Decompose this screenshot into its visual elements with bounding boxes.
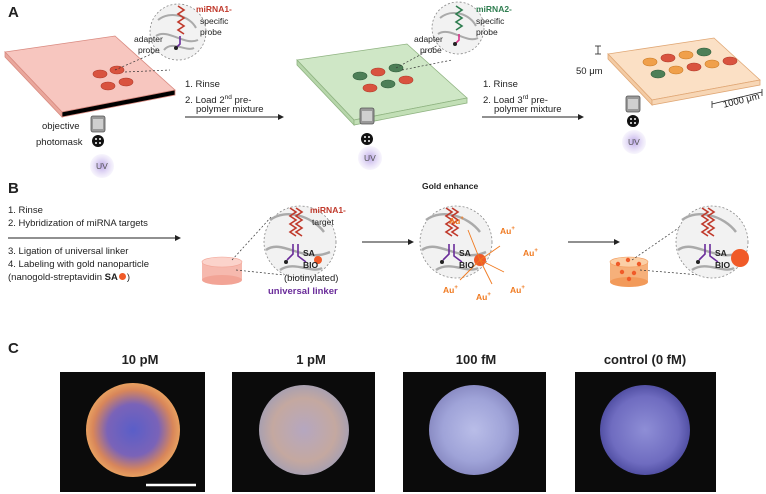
image-label-1: 10 pM — [121, 352, 159, 367]
step-b4b: (nanogold-streptavidin SA) — [8, 272, 130, 284]
adapter2-label-1: adapter — [414, 34, 443, 44]
gold-enhance-label: Gold enhance — [422, 181, 479, 191]
step-a1-line2: polymer mixture — [196, 104, 264, 115]
target-name: miRNA1- — [310, 205, 346, 215]
step-a1-load: 2. Load 2nd pre- — [185, 92, 251, 107]
target-desc: target — [312, 217, 334, 227]
step-b3: 3. Ligation of universal linker — [8, 246, 129, 257]
panel-a-graphic — [4, 1, 763, 178]
step-a1-sup: nd — [224, 94, 232, 101]
sa-label-2: SA — [459, 248, 471, 258]
zoom-circle-b2 — [419, 205, 505, 285]
au-ion-1: Au+ — [449, 214, 464, 226]
uv-label-2: UV — [364, 153, 376, 163]
zoom-circle-b3 — [675, 205, 749, 279]
objective-label: objective — [42, 121, 80, 132]
au-ion-5-text: Au — [510, 284, 522, 295]
bio-label-2: BIO — [459, 260, 475, 270]
gold-nanoparticle-icon — [118, 273, 126, 280]
step-a1-load-end: pre- — [231, 95, 252, 107]
image-label-3: 100 fM — [455, 352, 497, 367]
au-ion-3-sup: + — [534, 248, 538, 254]
step-b4: 4. Labeling with gold nanoparticle — [8, 259, 150, 270]
sa-label-3: SA — [715, 248, 727, 258]
au-ion-1-sup: + — [460, 216, 464, 222]
panel-c-images — [60, 372, 716, 492]
au-ion-2: Au+ — [500, 224, 515, 236]
probe1-desc-2: probe — [200, 27, 222, 37]
step-a1-load-text: 2. Load 2 — [185, 95, 225, 107]
slide-2 — [296, 43, 468, 127]
sa-label-1: SA — [303, 248, 315, 258]
optics-3 — [622, 95, 646, 154]
hydrogel-post-1 — [201, 256, 243, 285]
slide-3 — [595, 37, 763, 108]
au-ion-4-text: Au — [443, 284, 455, 295]
adapter2-label-2: probe — [420, 45, 442, 55]
step-b4b-text: (nanogold-streptavidin — [8, 272, 105, 283]
uv-label-3: UV — [628, 137, 640, 147]
zoom-circle-b1 — [263, 205, 337, 279]
optics-1 — [90, 115, 114, 178]
step-b1: 1. Rinse — [8, 205, 43, 216]
au-ion-1-text: Au — [449, 215, 461, 226]
universal-linker-label: universal linker — [268, 286, 338, 297]
photomask-label: photomask — [36, 137, 83, 148]
au-ion-6: Au+ — [476, 290, 491, 302]
au-ion-6-text: Au — [476, 291, 488, 302]
au-ion-2-text: Au — [500, 225, 512, 236]
height-scale-label: 50 μm — [576, 66, 603, 77]
step-b4b-end: ) — [126, 272, 131, 283]
hydrogel-post-2 — [609, 256, 649, 287]
au-ion-5-sup: + — [521, 285, 525, 291]
zoom-circle-2 — [431, 1, 485, 55]
step-a2-rinse: 1. Rinse — [483, 79, 518, 90]
au-ion-5: Au+ — [510, 283, 525, 295]
step-a2-load-end: pre- — [528, 95, 548, 107]
optics-2 — [358, 107, 382, 170]
step-a2-load: 2. Load 3rd pre- — [483, 92, 548, 107]
step-b4b-sa: SA — [104, 272, 118, 283]
au-ion-6-sup: + — [487, 292, 491, 298]
au-ion-3: Au+ — [523, 246, 538, 258]
probe2-name: miRNA2- — [476, 4, 512, 14]
step-b2: 2. Hybridization of miRNA targets — [8, 218, 148, 229]
panel-label-b: B — [8, 180, 19, 197]
bio-label-3: BIO — [715, 260, 731, 270]
bio-label-1: BIO — [303, 260, 319, 270]
image-label-2: 1 pM — [296, 352, 326, 367]
image-label-4: control (0 fM) — [603, 352, 687, 367]
probe1-desc-1: specific — [200, 16, 229, 26]
panel-b-graphic — [8, 205, 749, 287]
step-a2-line2: polymer mixture — [494, 104, 562, 115]
zoom-circle-1 — [149, 3, 207, 61]
au-ion-4-sup: + — [454, 285, 458, 291]
step-a1-rinse: 1. Rinse — [185, 79, 220, 90]
panel-label-a: A — [8, 4, 19, 21]
slide-1 — [4, 35, 176, 119]
adapter1-label-1: adapter — [134, 34, 163, 44]
step-a2-load-text: 2. Load 3 — [483, 95, 523, 107]
biotinylated-label: (biotinylated) — [284, 273, 339, 284]
au-ion-2-sup: + — [511, 226, 515, 232]
adapter1-label-2: probe — [138, 45, 160, 55]
au-ion-3-text: Au — [523, 247, 535, 258]
panel-label-c: C — [8, 340, 19, 357]
step-a2-sup: rd — [522, 94, 529, 101]
probe2-desc-2: probe — [476, 27, 498, 37]
uv-label-1: UV — [96, 161, 108, 171]
probe2-desc-1: specific — [476, 16, 505, 26]
au-ion-4: Au+ — [443, 283, 458, 295]
probe1-name: miRNA1- — [196, 4, 232, 14]
